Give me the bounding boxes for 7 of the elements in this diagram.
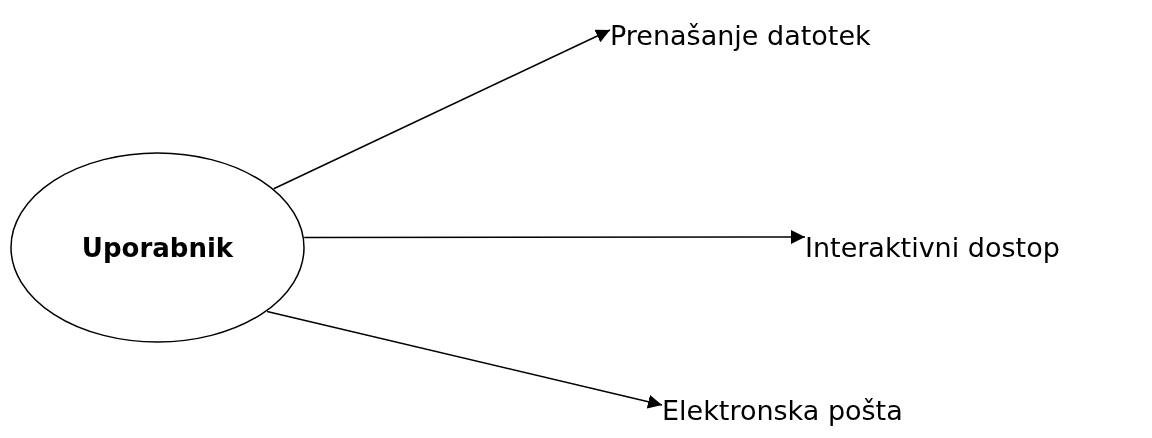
arrow [273, 29, 611, 190]
node-label: Interaktivni dostop [805, 231, 1060, 263]
node-label: Prenašanje datotek [610, 19, 871, 51]
arrow [303, 230, 806, 244]
ellipse-label: Uporabnik [81, 232, 234, 263]
arrow [266, 310, 663, 409]
node-label: Elektronska pošta [662, 394, 903, 426]
